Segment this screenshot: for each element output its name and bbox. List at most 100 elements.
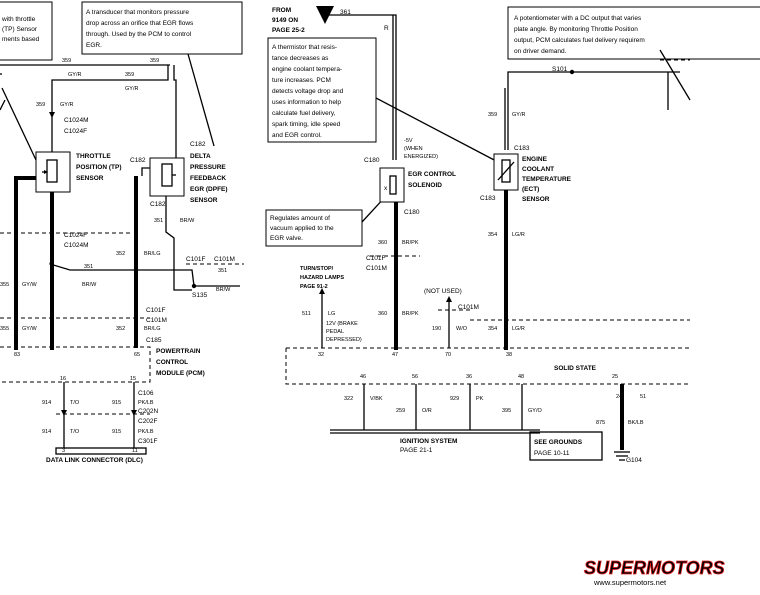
- svg-text:PK/LB: PK/LB: [138, 400, 154, 406]
- svg-text:914: 914: [42, 429, 51, 435]
- wire-361: [325, 14, 397, 160]
- svg-text:vacuum applied to the: vacuum applied to the: [270, 225, 334, 232]
- svg-text:355: 355: [0, 282, 9, 288]
- svg-text:359: 359: [488, 112, 497, 118]
- svg-text:SOLID STATE: SOLID STATE: [554, 365, 597, 372]
- svg-text:plate angle. By monitoring Thr: plate angle. By monitoring Throttle Posi…: [514, 26, 638, 33]
- wire-359-ect-feed: [507, 71, 534, 88]
- svg-text:36: 36: [466, 374, 472, 380]
- svg-text:70: 70: [445, 352, 451, 358]
- svg-text:tance decreases as: tance decreases as: [272, 55, 329, 62]
- svg-text:83: 83: [14, 352, 20, 358]
- svg-text:PK/LB: PK/LB: [138, 429, 154, 435]
- svg-text:(TP) Sensor: (TP) Sensor: [2, 26, 38, 33]
- svg-text:355: 355: [0, 326, 9, 332]
- svg-text:TEMPERATURE: TEMPERATURE: [522, 176, 572, 183]
- svg-text:BR/W: BR/W: [216, 287, 231, 293]
- svg-text:C101M: C101M: [214, 256, 235, 263]
- svg-text:LG/R: LG/R: [512, 232, 525, 238]
- svg-text:T/O: T/O: [70, 400, 80, 406]
- svg-text:SENSOR: SENSOR: [522, 196, 550, 203]
- ect-callout: A thermistor that resis- tance decreases…: [267, 37, 377, 143]
- svg-text:R: R: [384, 25, 389, 32]
- svg-text:A thermistor that resis-: A thermistor that resis-: [272, 44, 337, 51]
- svg-text:SENSOR: SENSOR: [190, 197, 218, 204]
- tp-sensor: [35, 151, 71, 193]
- svg-text:352: 352: [116, 251, 125, 257]
- svg-text:190: 190: [432, 326, 441, 332]
- svg-text:S135: S135: [192, 292, 208, 299]
- svg-text:calculate fuel delivery,: calculate fuel delivery,: [272, 110, 336, 117]
- svg-text:GY/R: GY/R: [60, 102, 73, 108]
- svg-text:SEE GROUNDS: SEE GROUNDS: [534, 439, 583, 446]
- svg-text:ments based: ments based: [2, 36, 40, 43]
- svg-text:engine coolant tempera-: engine coolant tempera-: [272, 66, 342, 73]
- svg-text:G104: G104: [626, 457, 642, 464]
- svg-text:ture increases. PCM: ture increases. PCM: [272, 77, 331, 84]
- svg-text:MODULE (PCM): MODULE (PCM): [156, 370, 205, 377]
- evr-callout: Regulates amount of vacuum applied to th…: [265, 209, 363, 247]
- svg-text:SENSOR: SENSOR: [76, 175, 104, 182]
- svg-text:359: 359: [150, 58, 159, 64]
- svg-text:48: 48: [518, 374, 524, 380]
- svg-text:359: 359: [125, 72, 134, 78]
- svg-text:C101M: C101M: [146, 317, 167, 324]
- dpfe-callout-leader: [187, 53, 215, 147]
- svg-text:GY/R: GY/R: [512, 112, 525, 118]
- svg-text:C1024F: C1024F: [64, 232, 87, 239]
- svg-text:GY/W: GY/W: [22, 282, 37, 288]
- svg-text:FEEDBACK: FEEDBACK: [190, 175, 226, 182]
- svg-text:9149 ON: 9149 ON: [272, 17, 298, 24]
- svg-text:GY/R: GY/R: [125, 86, 138, 92]
- svg-text:CONTROL: CONTROL: [156, 359, 188, 366]
- svg-text:360: 360: [378, 240, 387, 246]
- svg-text:PK: PK: [476, 396, 484, 402]
- svg-text:3: 3: [62, 448, 65, 454]
- svg-text:A potentiometer with a DC outp: A potentiometer with a DC output that va…: [514, 15, 642, 22]
- see-grounds-box: [529, 431, 603, 461]
- svg-text:SUPERMOTORS: SUPERMOTORS: [584, 558, 725, 578]
- svg-text:BR/W: BR/W: [180, 218, 195, 224]
- svg-text:LG: LG: [328, 311, 335, 317]
- svg-text:511: 511: [302, 311, 311, 317]
- svg-text:24: 24: [616, 394, 622, 400]
- svg-text:V/BK: V/BK: [370, 396, 383, 402]
- svg-text:C101M: C101M: [458, 304, 479, 311]
- svg-text:359: 359: [62, 58, 71, 64]
- tp-partial-leader: [1, 87, 37, 161]
- svg-text:C202N: C202N: [138, 408, 159, 415]
- svg-text:DEPRESSED): DEPRESSED): [326, 337, 362, 343]
- svg-text:on driver demand.: on driver demand.: [514, 48, 567, 55]
- svg-text:T/O: T/O: [70, 429, 80, 435]
- svg-text:GY/O: GY/O: [528, 408, 542, 414]
- tp-right-callout: A potentiometer with a DC output that va…: [507, 6, 760, 60]
- svg-text:914: 914: [42, 400, 51, 406]
- svg-text:and EGR control.: and EGR control.: [272, 132, 322, 139]
- svg-text:C182: C182: [190, 141, 206, 148]
- svg-text:360: 360: [378, 311, 387, 317]
- svg-text:C101F: C101F: [146, 307, 166, 314]
- svg-text:C183: C183: [480, 195, 496, 202]
- svg-text:-5V: -5V: [404, 138, 413, 144]
- svg-text:395: 395: [502, 408, 511, 414]
- svg-text:259: 259: [396, 408, 405, 414]
- wire-351-dpfe: [165, 196, 192, 291]
- dlc-connector: [55, 447, 147, 455]
- pcm-boundary-left: [0, 346, 151, 383]
- svg-text:C301F: C301F: [138, 438, 158, 445]
- svg-text:16: 16: [60, 376, 66, 382]
- svg-text:IGNITION SYSTEM: IGNITION SYSTEM: [400, 438, 457, 445]
- wire-359-bus-lower: [51, 65, 169, 92]
- svg-text:351: 351: [154, 218, 163, 224]
- svg-text:C180: C180: [364, 157, 380, 164]
- wire-351-diagonal: [49, 257, 195, 287]
- svg-text:C182: C182: [150, 201, 166, 208]
- svg-text:361: 361: [340, 9, 351, 16]
- svg-text:(WHEN: (WHEN: [404, 146, 423, 152]
- svg-text:EGR CONTROL: EGR CONTROL: [408, 171, 456, 178]
- svg-text:56: 56: [412, 374, 418, 380]
- svg-text:DELTA: DELTA: [190, 153, 211, 160]
- ect-callout-leader: [375, 97, 499, 163]
- svg-text:BR/LG: BR/LG: [144, 326, 161, 332]
- svg-text:PAGE 25-2: PAGE 25-2: [272, 27, 305, 34]
